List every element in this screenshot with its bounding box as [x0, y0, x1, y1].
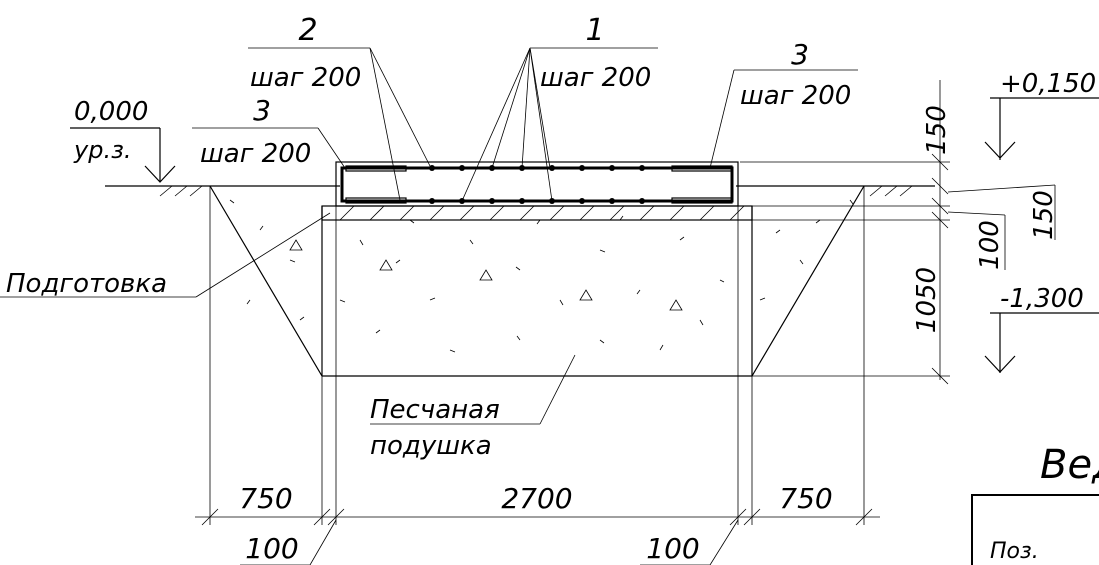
pos-2-step: шаг 200 — [250, 63, 361, 93]
preparation-layer — [321, 205, 753, 221]
top-level-value: +0,150 — [1000, 69, 1096, 99]
bottom-level-value: -1,300 — [1000, 284, 1084, 314]
dim-100-vertical: 100 — [975, 220, 1005, 270]
preparation-label: Подготовка — [6, 269, 167, 299]
ground-level-name: ур.з. — [73, 136, 131, 164]
spec-table-corner — [971, 494, 1099, 565]
dim-150-lower: 150 — [1029, 190, 1059, 240]
dim-1050: 1050 — [912, 267, 942, 333]
title-fragment: Ведо — [1040, 442, 1099, 488]
leader-lines — [0, 47, 858, 425]
level-marks — [70, 97, 1099, 373]
pos-3-left-step: шаг 200 — [200, 139, 311, 169]
dim-100-left: 100 — [245, 532, 298, 565]
ground-line — [105, 185, 935, 197]
horizontal-dimension-chain — [195, 186, 880, 565]
dim-2700: 2700 — [501, 482, 572, 515]
ground-level-value: 0,000 — [74, 97, 148, 127]
vertical-dimension-chain — [740, 80, 1056, 385]
excavation-outline — [209, 185, 865, 377]
pos-2-label: 2 — [298, 13, 317, 48]
dim-100-right: 100 — [646, 532, 699, 565]
rebar-dots — [429, 165, 645, 204]
dim-150-top: 150 — [922, 105, 952, 155]
pos-1-label: 1 — [585, 13, 604, 48]
pos-3-right-label: 3 — [791, 38, 809, 71]
table-header-pos: Поз. — [990, 539, 1039, 564]
concrete-slab — [335, 161, 739, 207]
pos-3-right-step: шаг 200 — [740, 81, 851, 111]
dim-750-left: 750 — [239, 482, 292, 515]
pos-3-left-label: 3 — [253, 94, 271, 127]
sand-cushion-label-1: Песчаная — [370, 395, 500, 425]
sand-cushion-label-2: подушка — [370, 431, 492, 461]
sand-cushion-hatch — [229, 199, 854, 353]
pos-1-step: шаг 200 — [540, 63, 651, 93]
dim-750-right: 750 — [779, 482, 832, 515]
